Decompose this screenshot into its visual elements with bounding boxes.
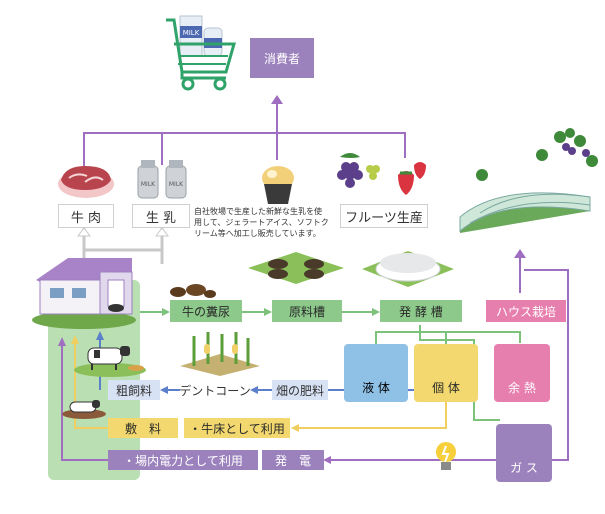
cow-icon bbox=[74, 346, 146, 377]
power-use-box: ・場内電力として利用 bbox=[108, 450, 258, 470]
milk-carton-label: MILK bbox=[183, 29, 200, 37]
roughage-box: 粗飼料 bbox=[108, 380, 160, 400]
consumer-box: 消費者 bbox=[250, 38, 314, 78]
milk-can-label: MILK bbox=[169, 181, 184, 188]
cow-bedding-icon bbox=[62, 400, 106, 419]
liquid-box: 液 体 bbox=[344, 344, 408, 402]
fruit-box: フルーツ生産 bbox=[340, 204, 428, 228]
note-line: リーム等へ加工し販売しています。 bbox=[194, 229, 321, 238]
liquid-label: 液 体 bbox=[362, 381, 390, 395]
beef-icon bbox=[58, 166, 114, 198]
waste-heat-label: 余 熱 bbox=[508, 381, 536, 395]
bedding-use-box: ・牛床として利用 bbox=[184, 418, 290, 438]
milk-can-icon: MILK MILK bbox=[137, 160, 187, 199]
corn-icon bbox=[180, 332, 260, 376]
note-line: 自社牧場で生産した新鮮な生乳を使 bbox=[194, 207, 322, 216]
beef-box: 牛 肉 bbox=[58, 204, 114, 228]
process-lines bbox=[140, 311, 521, 421]
power-gen-box: 発 電 bbox=[262, 450, 324, 470]
dung-icon bbox=[170, 284, 216, 298]
field-fertilizer-box: 畑の肥料 bbox=[272, 380, 328, 400]
raw-tank-icon bbox=[248, 252, 344, 284]
gas-label: ガ ス bbox=[510, 461, 538, 475]
bedding-box: 敷 料 bbox=[108, 418, 178, 438]
note-text: 自社牧場で生産した新鮮な生乳を使 用して、ジェラートアイス、ソフトク リーム等へ… bbox=[194, 206, 329, 239]
power-lines bbox=[61, 340, 498, 461]
ice-cream-icon bbox=[262, 166, 294, 204]
fruit-icon bbox=[337, 153, 426, 195]
shopping-cart-icon: MILK bbox=[166, 15, 236, 91]
ferment-tank-box: 発 酵 槽 bbox=[380, 300, 462, 322]
milk-box: 生 乳 bbox=[132, 204, 190, 228]
waste-heat-box: 余 熱 bbox=[494, 344, 550, 402]
house-box: ハウス栽培 bbox=[486, 300, 566, 322]
note-line: 用して、ジェラートアイス、ソフトク bbox=[194, 218, 329, 227]
dent-corn-box: デントコーン bbox=[179, 380, 251, 400]
fermentation-tank-icon bbox=[362, 251, 454, 287]
solid-label: 個 体 bbox=[432, 381, 460, 395]
milk-can-label: MILK bbox=[141, 181, 156, 188]
greenhouse-icon bbox=[459, 128, 598, 233]
raw-tank-box: 原料槽 bbox=[272, 300, 342, 322]
lightbulb-icon bbox=[436, 442, 456, 470]
barn-icon bbox=[32, 258, 136, 329]
gas-box: ガ ス bbox=[496, 424, 552, 482]
solid-box: 個 体 bbox=[414, 344, 478, 402]
dung-box: 牛の糞尿 bbox=[170, 300, 242, 322]
